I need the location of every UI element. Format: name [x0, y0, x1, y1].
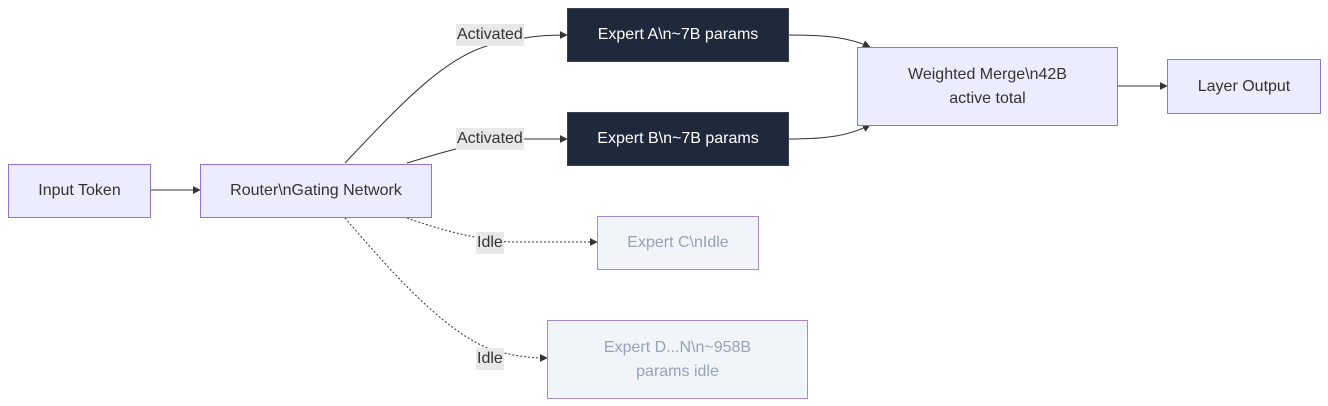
expert-b-node: Expert B\n~7B params: [567, 112, 789, 166]
edge-label-idle-c: Idle: [476, 232, 504, 254]
edge-router-to-expert-d: [344, 217, 548, 362]
weighted-merge-label-line2: active total: [949, 89, 1026, 107]
edge-expert-b-to-merge: [787, 124, 871, 140]
expert-c-label: Expert C\nIdle: [627, 234, 729, 251]
edge-label-activated-a: Activated: [456, 24, 524, 46]
edge-label-idle-d: Idle: [476, 348, 504, 370]
edge-router-to-expert-a: [344, 31, 568, 164]
input-token-label: Input Token: [38, 182, 121, 199]
weighted-merge-node: Weighted Merge\n42B active total: [857, 47, 1118, 126]
expert-d-label-line1: Expert D...N\n~958B: [603, 338, 752, 356]
layer-output-node: Layer Output: [1167, 59, 1321, 114]
input-token-node: Input Token: [8, 164, 151, 218]
router-node: Router\nGating Network: [200, 164, 432, 218]
expert-c-node: Expert C\nIdle: [597, 216, 759, 270]
expert-a-node: Expert A\n~7B params: [567, 8, 789, 62]
edge-router-to-expert-c: [406, 217, 598, 246]
weighted-merge-label-line1: Weighted Merge\n42B: [908, 65, 1067, 83]
edge-expert-a-to-merge: [787, 34, 871, 48]
expert-d-label-line2: params idle: [636, 362, 719, 380]
expert-a-label: Expert A\n~7B params: [597, 26, 759, 43]
edge-label-activated-b: Activated: [456, 128, 524, 150]
router-label: Router\nGating Network: [230, 182, 402, 199]
layer-output-label: Layer Output: [1197, 77, 1291, 95]
expert-d-node: Expert D...N\n~958B params idle: [547, 320, 808, 399]
expert-b-label: Expert B\n~7B params: [597, 130, 759, 147]
